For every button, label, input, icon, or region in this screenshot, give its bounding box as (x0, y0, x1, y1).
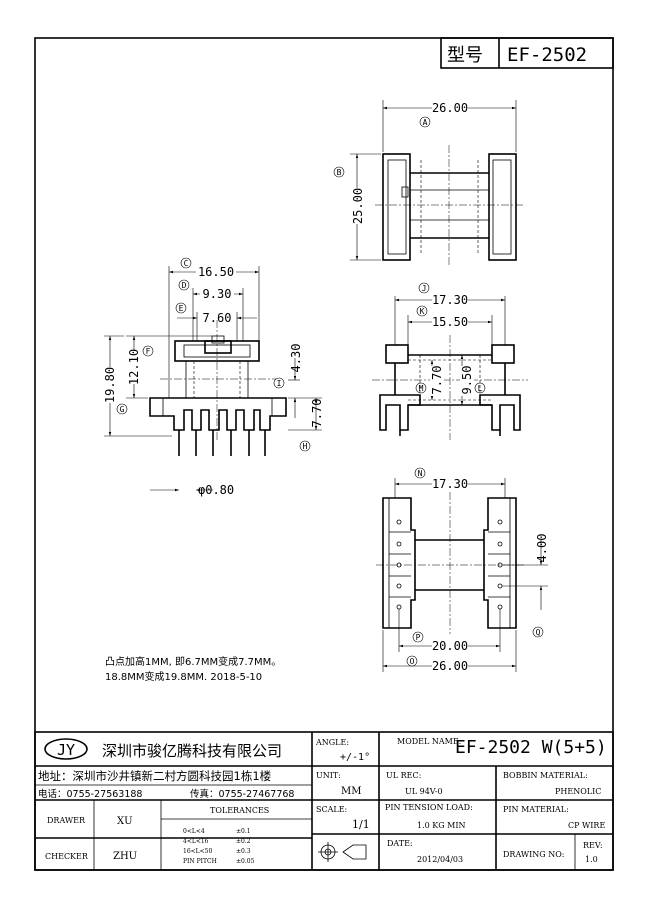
note-line-2: 18.8MM变成19.8MM. 2018-5-10 (105, 670, 262, 683)
company-name: 深圳市骏亿腾科技有限公司 (102, 742, 282, 760)
company-phone: 电话：0755-27563188 (38, 788, 142, 800)
revision-notes: 凸点加高1MM, 即6.7MM变成7.7MM。 18.8MM变成19.8MM. … (105, 655, 281, 683)
dim-g: 19.80 (103, 367, 117, 403)
dim-p: 20.00 (432, 639, 468, 653)
marker-a-circle (419, 116, 431, 128)
type-value: EF-2502 (507, 44, 587, 66)
date-label: DATE: (387, 839, 413, 848)
type-label: 型号 (447, 45, 483, 66)
company-logo: JY (57, 741, 75, 759)
tolerances-label: TOLERANCES (210, 806, 269, 815)
marker-q: Q (536, 628, 541, 637)
marker-e: E (179, 304, 184, 313)
dim-pin-dia: φ0.80 (198, 483, 234, 497)
checker-label: CHECKER (45, 852, 89, 861)
scale-label: SCALE: (316, 805, 347, 814)
marker-n: N (418, 469, 423, 478)
tol-range-1: 4<L<16 (183, 838, 209, 845)
dim-d: 9.30 (203, 287, 232, 301)
dim-l: 9.50 (460, 366, 474, 395)
marker-o: O (410, 657, 415, 666)
ul-label: UL REC: (386, 771, 421, 780)
model-label: MODEL NAME: (397, 737, 461, 746)
side-view: 17.30 J 15.50 K 7.70 M 9.50 L (372, 282, 528, 440)
bobbin-material-value: PHENOLIC (555, 787, 601, 796)
dim-i: 4.30 (289, 344, 303, 373)
bottom-view: 17.30 N 4.00 Q 20.00 P 26.00 O (376, 467, 549, 673)
marker-f: F (146, 347, 151, 356)
marker-h: H (303, 442, 308, 451)
projection-symbol-icon (318, 842, 367, 862)
note-line-1: 凸点加高1MM, 即6.7MM变成7.7MM。 (105, 655, 281, 668)
dim-h: 7.70 (310, 399, 324, 428)
tol-range-2: 16<L<50 (183, 848, 212, 855)
type-box: 型号 EF-2502 (440, 37, 614, 69)
ul-value: UL 94V-0 (405, 787, 443, 796)
dim-f: 12.10 (127, 349, 141, 385)
tol-range-0: 0<L<4 (183, 828, 205, 835)
unit-value: MM (341, 786, 361, 797)
drawing-no-label: DRAWING NO: (503, 850, 564, 859)
dim-c: 16.50 (198, 265, 234, 279)
dim-a: 26.00 (432, 101, 468, 115)
title-block: JY 深圳市骏亿腾科技有限公司 地址：深圳市沙井镇新二村方圆科技园1栋1楼 电话… (34, 731, 614, 871)
logo-oval (44, 738, 88, 760)
rev-value: 1.0 (585, 855, 598, 864)
marker-j: J (422, 284, 427, 293)
dim-j: 17.30 (432, 293, 468, 307)
tol-value-1: ±0.2 (236, 838, 251, 845)
angle-value: +/-1° (340, 752, 370, 763)
bottom-pin-holes (396, 519, 503, 610)
front-view: 16.50 C 9.30 D 7.60 E 12.10 F 19.80 G (103, 257, 324, 497)
pin-tension-label: PIN TENSION LOAD: (385, 803, 473, 812)
unit-label: UNIT: (316, 771, 341, 780)
tol-value-0: ±0.1 (236, 828, 251, 835)
company-address: 地址：深圳市沙井镇新二村方圆科技园1栋1楼 (38, 769, 272, 783)
drawer-label: DRAWER (47, 816, 86, 825)
pin-material-value: CP WIRE (568, 821, 605, 830)
marker-d: D (182, 281, 187, 290)
marker-p: P (416, 633, 421, 642)
marker-m: M (419, 384, 424, 393)
dim-b: 25.00 (351, 188, 365, 224)
marker-a: A (423, 118, 428, 127)
dim-m: 7.70 (430, 366, 444, 395)
pin-tension-value: 1.0 KG MIN (417, 821, 466, 830)
company-fax: 传真：0755-27467768 (190, 788, 294, 800)
scale-value: 1/1 (352, 818, 370, 831)
marker-l: L (478, 384, 483, 393)
tol-range-3: PIN PITCH (183, 858, 217, 865)
marker-c: C (184, 259, 189, 268)
top-view: 26.00 A 25.00 B (333, 100, 525, 265)
date-value: 2012/04/03 (417, 855, 463, 864)
dim-k: 15.50 (432, 315, 468, 329)
marker-i: I (277, 379, 282, 388)
dim-o: 26.00 (432, 659, 468, 673)
tol-value-3: ±0.05 (236, 858, 255, 865)
checker-value: ZHU (113, 851, 137, 862)
angle-label: ANGLE: (315, 738, 349, 747)
pin-material-label: PIN MATERIAL: (503, 805, 569, 814)
dim-e: 7.60 (203, 311, 232, 325)
bobbin-material-label: BOBBIN MATERIAL: (503, 771, 588, 780)
marker-g: G (120, 405, 125, 414)
dim-n: 17.30 (432, 477, 468, 491)
rev-label: REV: (583, 841, 603, 850)
dim-pitch: 4.00 (535, 534, 549, 563)
marker-b: B (337, 168, 342, 177)
marker-k: K (420, 307, 425, 316)
drawer-value: XU (117, 816, 133, 827)
model-value: EF-2502 W(5+5) (455, 737, 607, 758)
tol-value-2: ±0.3 (236, 848, 251, 855)
